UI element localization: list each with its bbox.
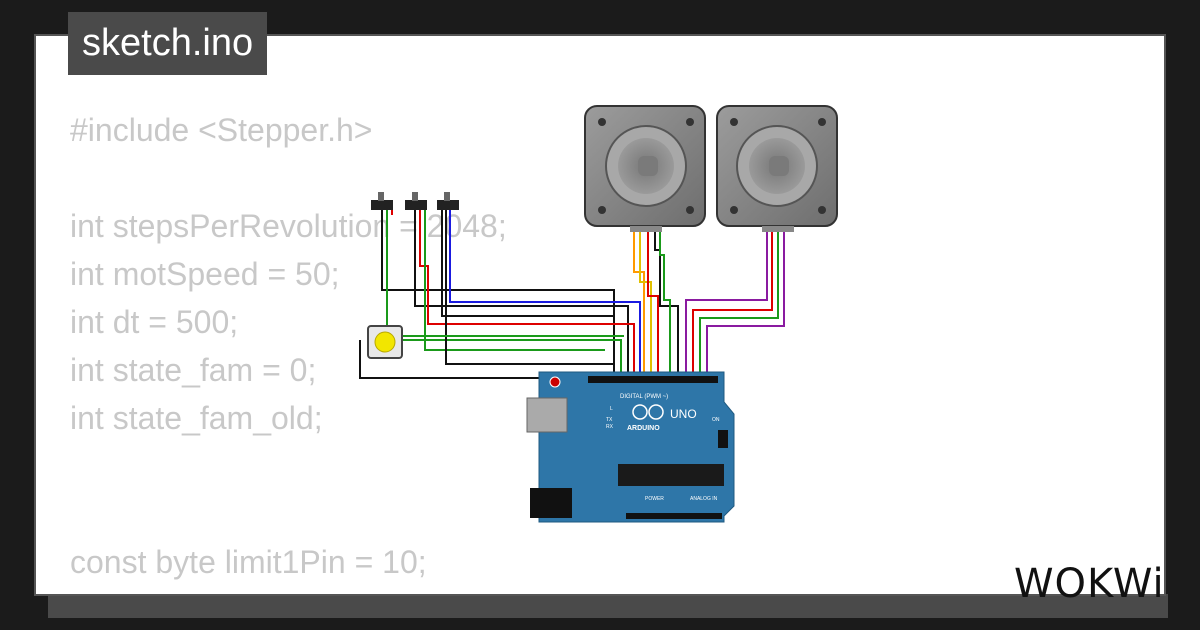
code-line: #include <Stepper.h>: [70, 112, 373, 148]
logo-text: WOKWi: [1014, 561, 1165, 607]
board-l-label: L: [610, 406, 613, 412]
stepper-motor-2: [716, 105, 838, 232]
code-editor: #include <Stepper.h> int stepsPerRevolut…: [70, 106, 507, 594]
slide-switch-1[interactable]: [371, 192, 393, 210]
usb-port: [526, 397, 568, 433]
board-analog-label: ANALOG IN: [690, 496, 718, 502]
code-line: const byte limit2Pin = 11;: [70, 586, 507, 594]
board-on-label: ON: [712, 417, 720, 423]
sketch-title: sketch.ino: [68, 12, 268, 75]
circuit-diagram: DIGITAL (PWM ~) UNO ARDUINO POWER ANALOG…: [359, 105, 838, 523]
board-digital-label: DIGITAL (PWM ~): [620, 394, 668, 400]
push-button[interactable]: [367, 325, 403, 359]
code-line: int motSpeed = 50;: [70, 256, 340, 292]
preview-card: #include <Stepper.h> int stepsPerRevolut…: [34, 34, 1166, 596]
board-tx-label: TX: [606, 417, 613, 423]
board-model-label: UNO: [670, 407, 697, 421]
code-line: const byte limit1Pin = 10;: [70, 544, 427, 580]
board-brand-label: ARDUINO: [627, 425, 660, 432]
card-shadow: [48, 594, 1168, 618]
board-power-label: POWER: [645, 496, 664, 502]
wires: [359, 210, 785, 379]
stepper-motor-1: [584, 105, 706, 232]
code-line: int stepsPerRevolution = 2048;: [70, 208, 507, 244]
board-rx-label: RX: [606, 424, 614, 430]
code-line: int state_fam = 0;: [70, 352, 317, 388]
wokwi-logo: WOKWi: [1010, 559, 1180, 612]
code-line: int dt = 500;: [70, 304, 239, 340]
reset-button[interactable]: [549, 376, 561, 388]
code-line: int state_fam_old;: [70, 400, 323, 436]
arduino-uno-board: DIGITAL (PWM ~) UNO ARDUINO POWER ANALOG…: [526, 371, 735, 523]
slide-switch-3[interactable]: [437, 192, 459, 210]
slide-switch-2[interactable]: [405, 192, 427, 210]
power-jack: [530, 488, 572, 518]
